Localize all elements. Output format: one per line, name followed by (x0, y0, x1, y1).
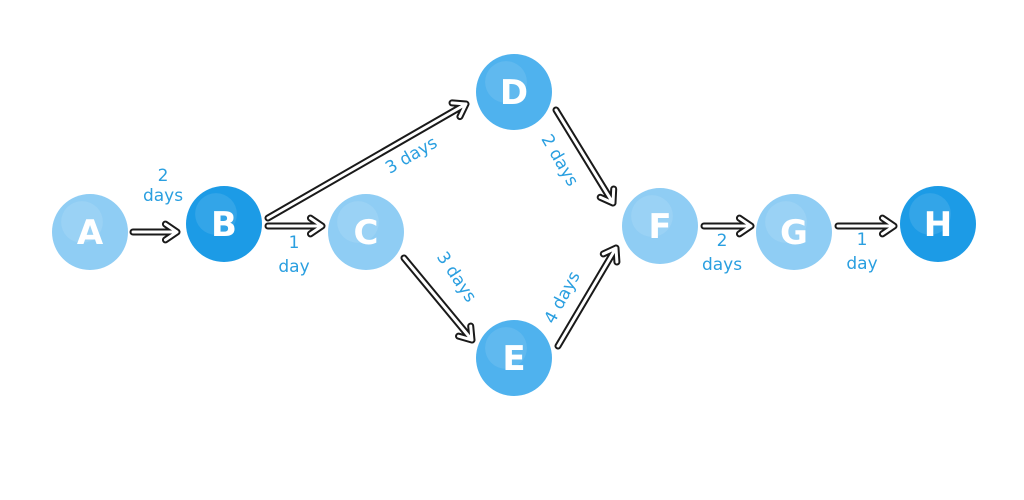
node-label: F (648, 207, 671, 247)
node-highlight (61, 201, 103, 243)
edge-label-line: 1 (289, 233, 300, 253)
node-label: H (924, 205, 952, 245)
edge-label-line: day (278, 257, 309, 277)
node-label: D (500, 73, 528, 113)
node-h: H (900, 186, 976, 262)
node-a: A (52, 194, 128, 270)
edge-arrow-f-g (700, 214, 755, 238)
edge-arrow-a-b (129, 220, 181, 244)
edge-arrow-d-f (552, 106, 618, 207)
node-g: G (756, 194, 832, 270)
node-circle (756, 194, 832, 270)
edge-arrow-c-e (400, 254, 476, 344)
node-label: C (354, 213, 379, 253)
edge-label-b-d: 3 days (382, 133, 441, 179)
node-e: E (476, 320, 552, 396)
edges-layer (129, 99, 898, 350)
node-circle (476, 320, 552, 396)
node-b: B (186, 186, 262, 262)
node-circle (900, 186, 976, 262)
node-highlight (195, 193, 237, 235)
node-highlight (485, 327, 527, 369)
node-highlight (909, 193, 951, 235)
node-label: E (502, 339, 525, 379)
node-c: C (328, 194, 404, 270)
node-highlight (337, 201, 379, 243)
edge-label-line: day (846, 254, 877, 274)
edge-label-b-c: 1 day (278, 233, 309, 277)
edge-label-line: 3 days (382, 133, 441, 179)
node-label: G (780, 213, 808, 253)
node-f: F (622, 188, 698, 264)
nodes-layer: A B C D E F G H (52, 54, 976, 396)
node-circle (622, 188, 698, 264)
edge-label-g-h: 1 day (846, 230, 877, 274)
edge-label-f-g: 2 days (702, 231, 742, 275)
edge-arrow-b-d (264, 99, 470, 222)
edge-arrow-b-c (264, 214, 326, 238)
edge-label-line: days (143, 186, 183, 206)
node-circle (52, 194, 128, 270)
node-circle (328, 194, 404, 270)
edge-label-line: days (702, 255, 742, 275)
edge-label-line: 1 (857, 230, 868, 250)
edge-label-line: 2 (717, 231, 728, 251)
edge-arrow-e-f (554, 244, 621, 350)
node-highlight (631, 195, 673, 237)
node-label: A (77, 213, 104, 253)
node-circle (476, 54, 552, 130)
node-highlight (485, 61, 527, 103)
node-d: D (476, 54, 552, 130)
node-highlight (765, 201, 807, 243)
node-circle (186, 186, 262, 262)
edge-arrow-g-h (834, 214, 898, 238)
edge-label-line: 2 (158, 166, 169, 186)
node-label: B (211, 205, 237, 245)
